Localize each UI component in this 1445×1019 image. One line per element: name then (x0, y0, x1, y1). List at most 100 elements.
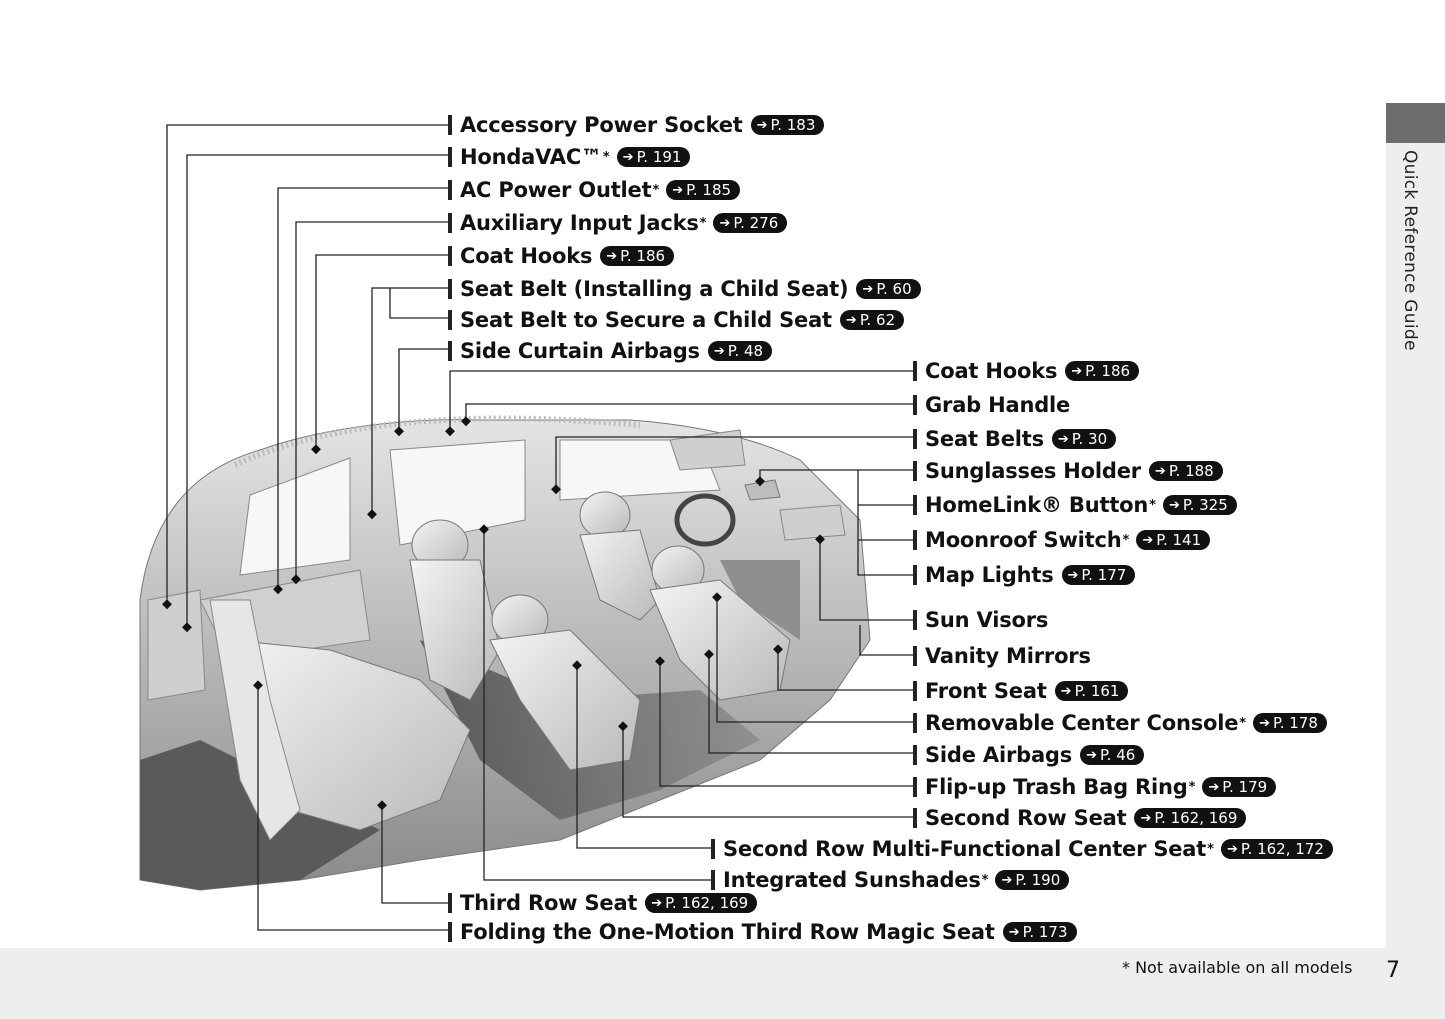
callout-bar (913, 429, 917, 449)
callout-bar (448, 147, 452, 167)
section-tab-marker (1386, 103, 1445, 143)
callout-ac-power-outlet: AC Power Outlet* ➔P. 185 (448, 177, 741, 203)
callout-label: Moonroof Switch (925, 528, 1122, 552)
page-ref-link[interactable]: ➔P. 161 (1054, 681, 1129, 701)
callout-bar (448, 279, 452, 299)
callout-label: Folding the One-Motion Third Row Magic S… (460, 920, 995, 944)
callout-bar (448, 213, 452, 233)
callout-label: Coat Hooks (925, 359, 1058, 383)
callout-label: Third Row Seat (460, 891, 638, 915)
callout-map-lights: Map Lights ➔P. 177 (913, 562, 1136, 588)
callout-label: Map Lights (925, 563, 1054, 587)
callout-bar (913, 646, 917, 666)
arrow-icon: ➔ (1259, 715, 1270, 731)
callout-grab-handle: Grab Handle (913, 392, 1070, 418)
callout-integrated-sunshades: Integrated Sunshades* ➔P. 190 (711, 867, 1070, 893)
callout-bar (448, 341, 452, 361)
callout-coat-hooks-front: Coat Hooks ➔P. 186 (913, 358, 1140, 384)
callout-bar (913, 713, 917, 733)
callout-coat-hooks-rear: Coat Hooks ➔P. 186 (448, 243, 675, 269)
arrow-icon: ➔ (672, 182, 684, 198)
callout-label: Second Row Seat (925, 806, 1127, 830)
arrow-icon: ➔ (756, 117, 768, 133)
arrow-icon: ➔ (1154, 463, 1166, 479)
arrow-icon: ➔ (845, 312, 857, 328)
callout-one-motion-third-row-magic-seat: Folding the One-Motion Third Row Magic S… (448, 919, 1077, 945)
seats (209, 491, 791, 841)
section-tab-strip (1386, 143, 1445, 1019)
callout-bar (913, 530, 917, 550)
arrow-icon: ➔ (622, 149, 634, 165)
callout-label: Side Curtain Airbags (460, 339, 700, 363)
callout-label: Front Seat (925, 679, 1047, 703)
callout-label: Sun Visors (925, 608, 1049, 632)
page-ref-link[interactable]: ➔P. 46 (1080, 745, 1145, 765)
callout-seat-belt-installing-child-seat: Seat Belt (Installing a Child Seat) ➔P. … (448, 276, 921, 302)
callout-bar (448, 310, 452, 330)
page-ref-link[interactable]: ➔P. 190 (995, 870, 1070, 890)
callout-bar (711, 839, 715, 859)
callout-bar (913, 461, 917, 481)
page-ref-link[interactable]: ➔P. 162, 172 (1220, 839, 1333, 859)
callout-label: Vanity Mirrors (925, 644, 1091, 668)
callout-label: Seat Belts (925, 427, 1044, 451)
callout-label: HondaVAC™ (460, 145, 602, 169)
callout-bar (448, 922, 452, 942)
page-ref-link[interactable]: ➔P. 185 (666, 180, 741, 200)
callout-hondavac: HondaVAC™* ➔P. 191 (448, 144, 691, 170)
page-ref-link[interactable]: ➔P. 183 (750, 115, 825, 135)
page-ref-link[interactable]: ➔P. 60 (856, 279, 921, 299)
callout-label: Side Airbags (925, 743, 1073, 767)
page-number: 7 (1386, 958, 1400, 983)
callout-label: Auxiliary Input Jacks (460, 211, 699, 235)
page-ref-link[interactable]: ➔P. 177 (1061, 565, 1136, 585)
callout-bar (913, 495, 917, 515)
callout-label: Coat Hooks (460, 244, 593, 268)
page-ref-link[interactable]: ➔P. 62 (839, 310, 905, 330)
callout-homelink-button: HomeLink® Button* ➔P. 325 (913, 492, 1237, 518)
callout-label: HomeLink® Button (925, 493, 1149, 517)
callout-label: AC Power Outlet (460, 178, 652, 202)
page-ref-link[interactable]: ➔P. 325 (1162, 495, 1237, 515)
callout-bar (448, 246, 452, 266)
callout-sun-visors: Sun Visors (913, 607, 1048, 633)
page-ref-link[interactable]: ➔P. 179 (1202, 777, 1277, 797)
callout-vanity-mirrors: Vanity Mirrors (913, 643, 1091, 669)
callout-bar (913, 777, 917, 797)
arrow-icon: ➔ (1060, 683, 1072, 699)
callout-bar (913, 681, 917, 701)
callout-removable-center-console: Removable Center Console* ➔P. 178 (913, 710, 1327, 736)
callout-label: Removable Center Console (925, 711, 1239, 735)
page-ref-link[interactable]: ➔P. 186 (1065, 361, 1140, 381)
callout-label: Seat Belt to Secure a Child Seat (460, 308, 832, 332)
arrow-icon: ➔ (1226, 841, 1238, 857)
page-ref-link[interactable]: ➔P. 188 (1148, 461, 1223, 481)
callout-moonroof-switch: Moonroof Switch* ➔P. 141 (913, 527, 1211, 553)
page-ref-link[interactable]: ➔P. 191 (616, 147, 691, 167)
page-ref-link[interactable]: ➔P. 141 (1136, 530, 1211, 550)
page-ref-link[interactable]: ➔P. 30 (1051, 429, 1117, 449)
arrow-icon: ➔ (1142, 532, 1154, 548)
page-ref-link[interactable]: ➔P. 186 (600, 246, 675, 266)
callout-seat-belt-secure-child-seat: Seat Belt to Secure a Child Seat ➔P. 62 (448, 307, 905, 333)
page-ref-link[interactable]: ➔P. 162, 169 (1134, 808, 1247, 828)
arrow-icon: ➔ (1168, 497, 1180, 513)
callout-label: Second Row Multi-Functional Center Seat (723, 837, 1207, 861)
arrow-icon: ➔ (1001, 872, 1013, 888)
callout-third-row-seat: Third Row Seat ➔P. 162, 169 (448, 890, 758, 916)
arrow-icon: ➔ (1067, 567, 1079, 583)
page-ref-link[interactable]: ➔P. 48 (707, 341, 773, 361)
page-ref-link[interactable]: ➔P. 173 (1002, 922, 1077, 942)
callout-front-seat: Front Seat ➔P. 161 (913, 678, 1129, 704)
arrow-icon: ➔ (651, 895, 663, 911)
page-ref-link[interactable]: ➔P. 162, 169 (645, 893, 758, 913)
callout-flip-up-trash-bag-ring: Flip-up Trash Bag Ring* ➔P. 179 (913, 774, 1277, 800)
arrow-icon: ➔ (1140, 810, 1152, 826)
section-tab-label[interactable]: Quick Reference Guide (1400, 150, 1420, 351)
page-ref-link[interactable]: ➔P. 276 (713, 213, 788, 233)
callout-bar (913, 361, 917, 381)
arrow-icon: ➔ (1057, 431, 1069, 447)
page-ref-link[interactable]: ➔P. 178 (1253, 713, 1327, 733)
callout-label: Grab Handle (925, 393, 1071, 417)
